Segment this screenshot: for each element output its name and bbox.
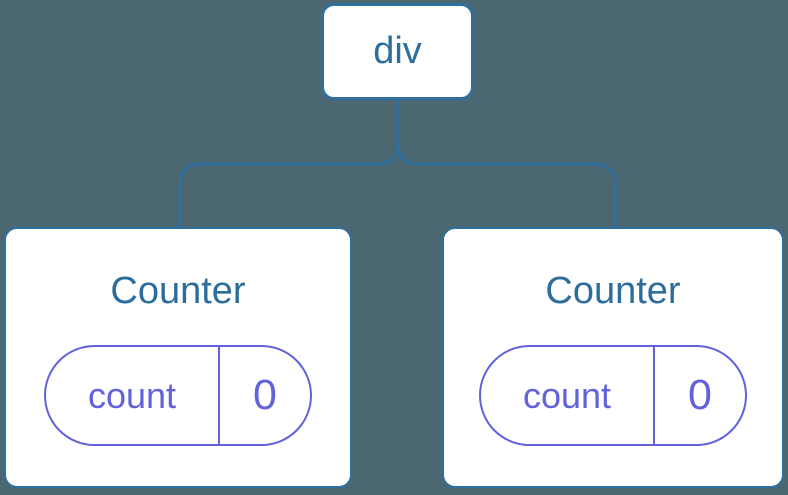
state-value: 0 [253,371,277,419]
root-node-label: div [373,30,422,72]
component-title: Counter [110,270,246,312]
counter-node-right: Counter count 0 [442,227,784,488]
state-pill-divider [653,347,655,444]
state-key-label: count [522,374,612,416]
state-pill: count 0 [479,345,747,446]
state-pill: count 0 [44,345,312,446]
state-value: 0 [688,371,712,419]
connector-branch-left [178,100,400,227]
state-pill-divider [218,347,220,444]
connector-branch-right [396,100,617,227]
counter-node-left: Counter count 0 [4,227,352,488]
root-node-div: div [321,3,474,100]
component-title: Counter [545,270,681,312]
state-key-label: count [87,374,177,416]
